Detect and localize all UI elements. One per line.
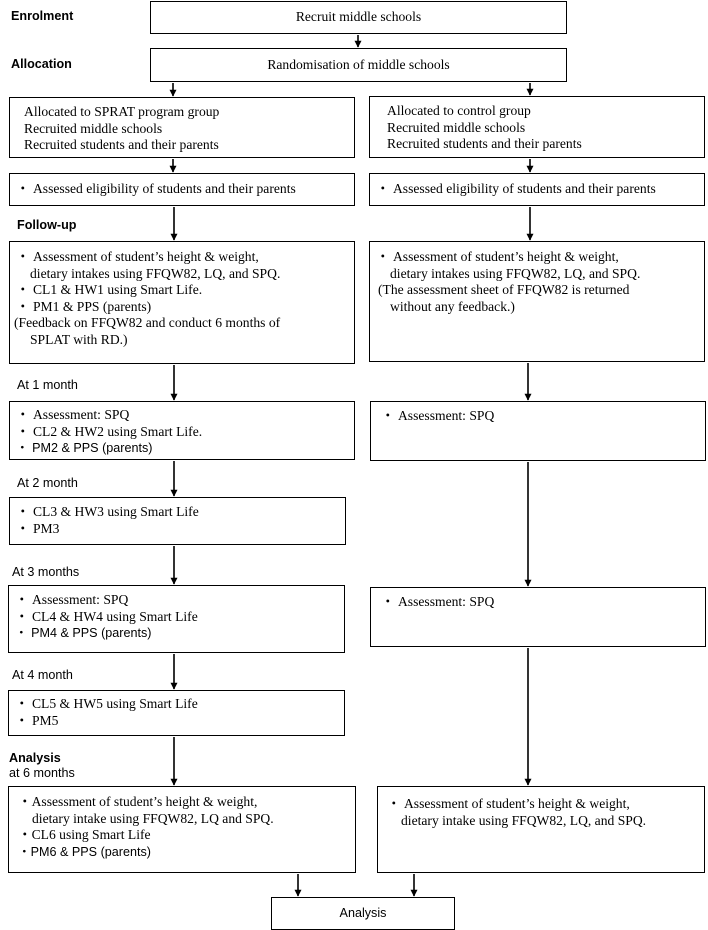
fu-right-note-cont: without any feedback.) <box>390 298 515 314</box>
stage-3-months: At 3 months <box>12 565 80 579</box>
fu-right-bullet-1: ・ Assessment of student’s height & weigh… <box>376 249 619 264</box>
stage-2-month: At 2 month <box>17 476 78 490</box>
m3-right-text: ・ Assessment: SPQ <box>381 594 495 609</box>
m1-left-line-2: ・ CL2 & HW2 using Smart Life. <box>16 423 203 439</box>
m1-left-line-1: ・ Assessment: SPQ <box>16 407 130 422</box>
eligibility-left-box: ・ Assessed eligibility of students and t… <box>9 173 355 206</box>
stage-analysis: Analysis <box>9 751 61 765</box>
m4-left-line-1: ・ CL5 & HW5 using Smart Life <box>15 696 198 711</box>
fu-left-note-cont: SPLAT with RD.) <box>30 331 128 347</box>
recruit-text: Recruit middle schools <box>295 9 422 25</box>
sprat-alloc-line-2: Recruited middle schools <box>24 120 163 136</box>
final-analysis-text: Analysis <box>339 906 387 921</box>
fu-right-bullet-1-cont: dietary intakes using FFQW82, LQ, and SP… <box>390 265 641 281</box>
stage-4-month: At 4 month <box>12 668 73 682</box>
sprat-allocation-box: Allocated to SPRAT program group Recruit… <box>9 97 355 158</box>
control-allocation-box: Allocated to control group Recruited mid… <box>369 96 705 158</box>
stage-6-months: at 6 months <box>9 766 75 780</box>
month1-right-box: ・ Assessment: SPQ <box>370 401 706 461</box>
fu-right-note: (The assessment sheet of FFQW82 is retur… <box>378 282 630 297</box>
month6-right-box: ・ Assessment of student’s height & weigh… <box>377 786 705 873</box>
eligibility-right-box: ・ Assessed eligibility of students and t… <box>369 173 705 206</box>
follow-up-right-box: ・ Assessment of student’s height & weigh… <box>369 241 705 362</box>
m6-right-bullet-1: ・ Assessment of student’s height & weigh… <box>387 796 630 811</box>
m3-left-line-2: ・ CL4 & HW4 using Smart Life <box>15 608 198 624</box>
m6-left-bullet-2: ・CL6 using Smart Life <box>18 827 151 842</box>
fu-left-bullet-3: ・ PM1 & PPS (parents) <box>16 298 152 314</box>
eligibility-left-text: ・ Assessed eligibility of students and t… <box>16 181 296 196</box>
month1-left-box: ・ Assessment: SPQ ・ CL2 & HW2 using Smar… <box>9 401 355 460</box>
sprat-alloc-line-1: Allocated to SPRAT program group <box>24 104 220 119</box>
month3-right-box: ・ Assessment: SPQ <box>370 587 706 647</box>
m1-left-line-3: ・ PM2 & PPS (parents) <box>16 441 153 455</box>
follow-up-left-box: ・ Assessment of student’s height & weigh… <box>9 241 355 364</box>
fu-left-bullet-1-cont: dietary intakes using FFQW82, LQ, and SP… <box>30 265 281 281</box>
sprat-alloc-line-3: Recruited students and their parents <box>24 137 219 152</box>
fu-left-bullet-2: ・ CL1 & HW1 using Smart Life. <box>16 282 203 297</box>
fu-left-bullet-1: ・ Assessment of student’s height & weigh… <box>16 249 259 264</box>
m6-right-bullet-1-cont: dietary intake using FFQW82, LQ, and SPQ… <box>401 812 647 828</box>
fu-left-note: (Feedback on FFQW82 and conduct 6 months… <box>14 315 281 330</box>
m3-left-line-1: ・ Assessment: SPQ <box>15 592 129 607</box>
m2-left-line-2: ・ PM3 <box>16 520 60 536</box>
recruit-box: Recruit middle schools <box>150 1 567 34</box>
stage-allocation: Allocation <box>11 57 72 71</box>
month4-left-box: ・ CL5 & HW5 using Smart Life ・ PM5 <box>8 690 345 736</box>
randomisation-text: Randomisation of middle schools <box>267 56 450 72</box>
m3-left-line-3: ・ PM4 & PPS (parents) <box>15 626 152 640</box>
eligibility-right-text: ・ Assessed eligibility of students and t… <box>376 181 656 196</box>
month3-left-box: ・ Assessment: SPQ ・ CL4 & HW4 using Smar… <box>8 585 345 653</box>
randomisation-box: Randomisation of middle schools <box>150 48 567 82</box>
stage-follow-up: Follow-up <box>17 218 77 232</box>
m6-left-bullet-3: ・PM6 & PPS (parents) <box>18 844 151 859</box>
m1-right-text: ・ Assessment: SPQ <box>381 408 495 423</box>
m4-left-line-2: ・ PM5 <box>15 712 59 728</box>
m6-left-bullet-1: ・Assessment of student’s height & weight… <box>18 794 258 809</box>
month2-left-box: ・ CL3 & HW3 using Smart Life ・ PM3 <box>9 497 346 545</box>
stage-1-month: At 1 month <box>17 378 78 392</box>
ctrl-alloc-line-1: Allocated to control group <box>387 103 531 118</box>
m6-left-bullet-1-cont: dietary intake using FFQW82, LQ and SPQ. <box>32 810 274 826</box>
ctrl-alloc-line-3: Recruited students and their parents <box>387 136 582 151</box>
m2-left-line-1: ・ CL3 & HW3 using Smart Life <box>16 504 199 519</box>
stage-enrolment: Enrolment <box>11 9 74 23</box>
month6-left-box: ・Assessment of student’s height & weight… <box>8 786 356 873</box>
ctrl-alloc-line-2: Recruited middle schools <box>387 119 526 135</box>
